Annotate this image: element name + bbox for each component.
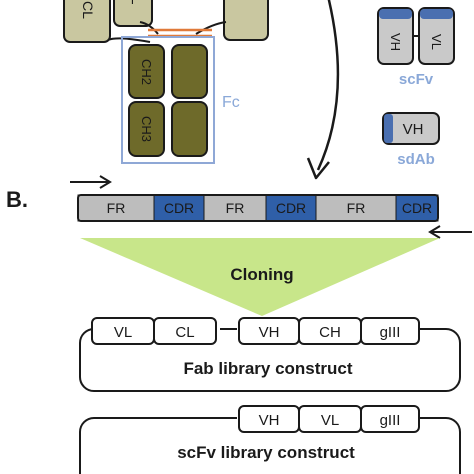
fab-heavy-giii-box: gIII <box>360 317 420 345</box>
fr-segment: FR <box>203 194 267 222</box>
heavy-chain-fragment-mark: l <box>131 0 134 7</box>
scfv-fragment: VH VL scFv <box>377 7 455 88</box>
scfv-lib-vl-box: VL <box>298 405 362 433</box>
heavy-chain-vh-domain <box>113 0 153 27</box>
scfv-label: scFv <box>399 71 434 88</box>
scfv-lib-vh-label: VH <box>259 412 280 429</box>
cdr-segment: CDR <box>395 194 439 222</box>
cloning-wedge <box>80 238 440 316</box>
scfv-lib-vl-label: VL <box>321 412 339 429</box>
fab-heavy-cassette: VH CH gIII <box>238 317 420 345</box>
ch3-domain-right <box>171 101 208 157</box>
sdab-vh-label: VH <box>403 121 424 138</box>
fab-light-cassette: VL CL <box>91 317 217 345</box>
scfv-vh-band <box>379 9 412 19</box>
fr-label: FR <box>107 200 126 216</box>
hinge-stem-left <box>107 37 151 43</box>
fab-light-cl-box: CL <box>153 317 217 345</box>
hinge-link-left <box>139 21 159 35</box>
fab-light-vl-box: VL <box>91 317 155 345</box>
gene-segment-bar: FR CDR FR CDR FR CDR <box>77 194 439 222</box>
reverse-primer-arrow <box>428 225 472 239</box>
cdr-segment: CDR <box>265 194 317 222</box>
sdab-fragment: VH sdAb <box>382 112 440 168</box>
fab-light-vl-label: VL <box>114 324 132 341</box>
scfv-lib-vh-box: VH <box>238 405 300 433</box>
cdr-label: CDR <box>276 200 306 216</box>
fr-label: FR <box>347 200 366 216</box>
light-chain-domain <box>63 0 111 43</box>
sdab-vh-domain <box>382 112 440 145</box>
light-chain-label: CL <box>80 1 96 19</box>
fr-segment: FR <box>315 194 397 222</box>
ch3-domain-left <box>128 101 165 157</box>
fab-heavy-vh-label: VH <box>259 324 280 341</box>
fc-label: Fc <box>222 94 240 111</box>
cdr-label: CDR <box>164 200 194 216</box>
sdab-label: sdAb <box>397 151 435 168</box>
fc-region-box <box>121 36 215 164</box>
ch2-label: CH2 <box>139 59 154 85</box>
forward-primer-arrow <box>70 175 112 189</box>
fab-heavy-giii-label: gIII <box>380 324 401 341</box>
panel-b-label: B. <box>6 187 28 212</box>
hinge-link-right <box>195 21 227 35</box>
fr-segment: FR <box>77 194 155 222</box>
right-fab-domain <box>223 0 269 41</box>
fab-library-construct: VL CL VH CH gIII Fab library construct <box>79 317 461 392</box>
fab-light-cl-label: CL <box>175 324 194 341</box>
ch2-domain-right <box>171 44 208 99</box>
sdab-vh-band <box>384 114 393 143</box>
scfv-vl-label: VL <box>429 34 444 50</box>
fab-heavy-ch-box: CH <box>298 317 362 345</box>
ch3-label: CH3 <box>139 116 154 142</box>
cloning-label: Cloning <box>230 265 293 284</box>
fr-label: FR <box>226 200 245 216</box>
scfv-construct-label: scFv library construct <box>177 443 355 462</box>
cdr-segment: CDR <box>153 194 205 222</box>
scfv-vl-band <box>420 9 453 19</box>
fab-heavy-vh-box: VH <box>238 317 300 345</box>
scfv-lib-giii-box: gIII <box>360 405 420 433</box>
scfv-vh-label: VH <box>388 33 403 51</box>
fab-construct-label: Fab library construct <box>183 359 352 378</box>
cdr-label: CDR <box>402 200 432 216</box>
fragment-to-gene-arrow <box>306 0 340 180</box>
scfv-lib-giii-label: gIII <box>380 412 401 429</box>
antibody-structure: CL l Fc CH2 CH3 <box>63 0 269 164</box>
fab-heavy-ch-label: CH <box>319 324 341 341</box>
scfv-cassette: VH VL gIII <box>238 405 420 433</box>
ch2-domain-left <box>128 44 165 99</box>
scfv-library-construct: VH VL gIII scFv library construct <box>79 405 461 474</box>
